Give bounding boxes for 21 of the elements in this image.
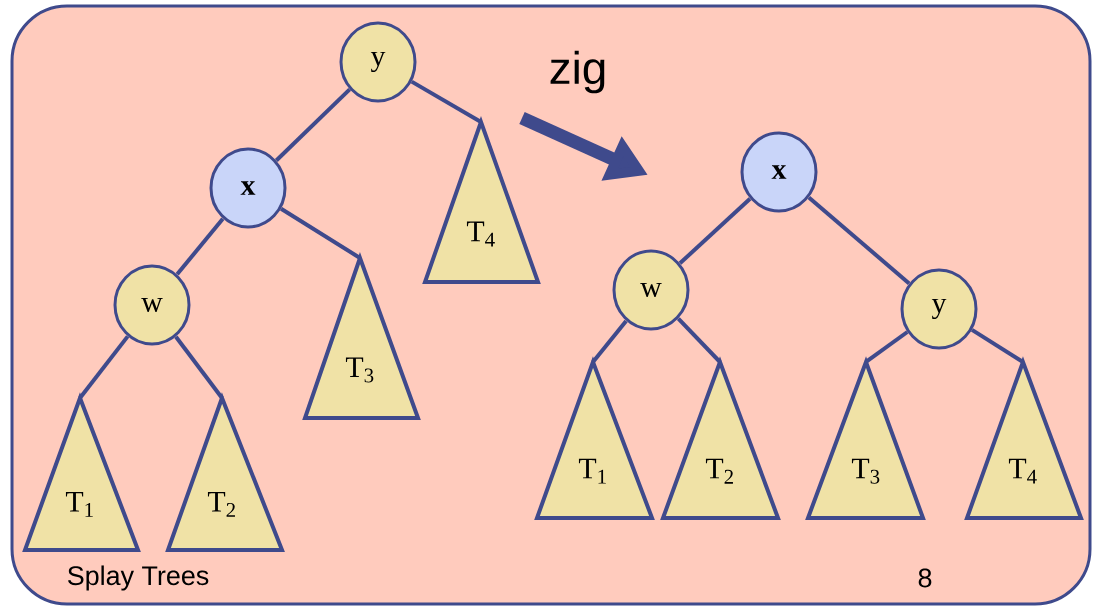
tree-node: y bbox=[339, 21, 417, 103]
zig-label: zig bbox=[550, 50, 605, 94]
page-number: 8 bbox=[918, 568, 932, 588]
tree-node: x bbox=[209, 147, 287, 229]
tree-edge bbox=[676, 317, 722, 364]
tree-edge bbox=[175, 217, 225, 276]
footer-title: Splay Trees bbox=[67, 565, 209, 591]
tree-edge bbox=[970, 328, 1025, 364]
tree-edge bbox=[678, 197, 752, 265]
tree-node: w bbox=[612, 249, 690, 331]
tree-node: x bbox=[740, 131, 818, 213]
tree-edge bbox=[807, 196, 911, 285]
tree-edge bbox=[78, 335, 130, 400]
tree-edge bbox=[591, 319, 628, 364]
tree-node: w bbox=[113, 264, 191, 346]
tree-edge bbox=[174, 335, 224, 400]
tree-node: y bbox=[900, 268, 978, 350]
tree-edge bbox=[410, 79, 482, 124]
tree-edge bbox=[280, 207, 362, 260]
tree-edge bbox=[864, 330, 909, 364]
tree-edge bbox=[274, 88, 352, 162]
